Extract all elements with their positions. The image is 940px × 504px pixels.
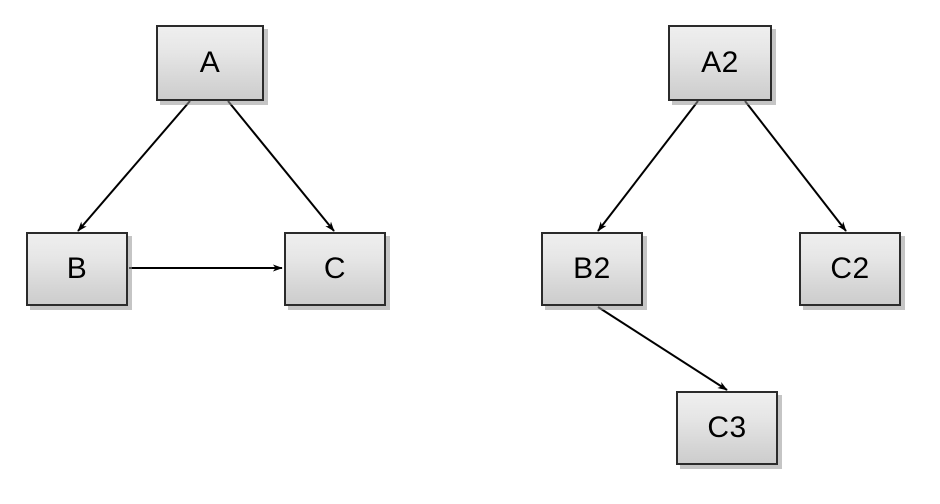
node-a2-label: A2 <box>701 46 739 79</box>
node-c2[interactable]: C2 <box>799 232 901 306</box>
edge-a-to-c <box>227 100 335 232</box>
node-b2[interactable]: B2 <box>541 232 643 306</box>
node-c3-label: C3 <box>707 411 747 444</box>
edge-a-to-b <box>77 100 191 232</box>
node-a[interactable]: A <box>156 25 264 101</box>
node-b2-label: B2 <box>573 252 611 285</box>
node-a2[interactable]: A2 <box>668 25 772 101</box>
node-c[interactable]: C <box>284 232 386 306</box>
node-a-label: A <box>199 46 221 79</box>
edge-b2-to-c3 <box>597 306 728 391</box>
node-c3[interactable]: C3 <box>676 391 778 465</box>
node-c-label: C <box>323 252 347 285</box>
edge-a2-to-b2 <box>597 100 699 232</box>
edge-group <box>77 100 847 391</box>
node-b[interactable]: B <box>26 232 128 306</box>
node-b-label: B <box>66 252 88 285</box>
edge-a2-to-c2 <box>744 100 847 232</box>
node-c2-label: C2 <box>830 252 870 285</box>
